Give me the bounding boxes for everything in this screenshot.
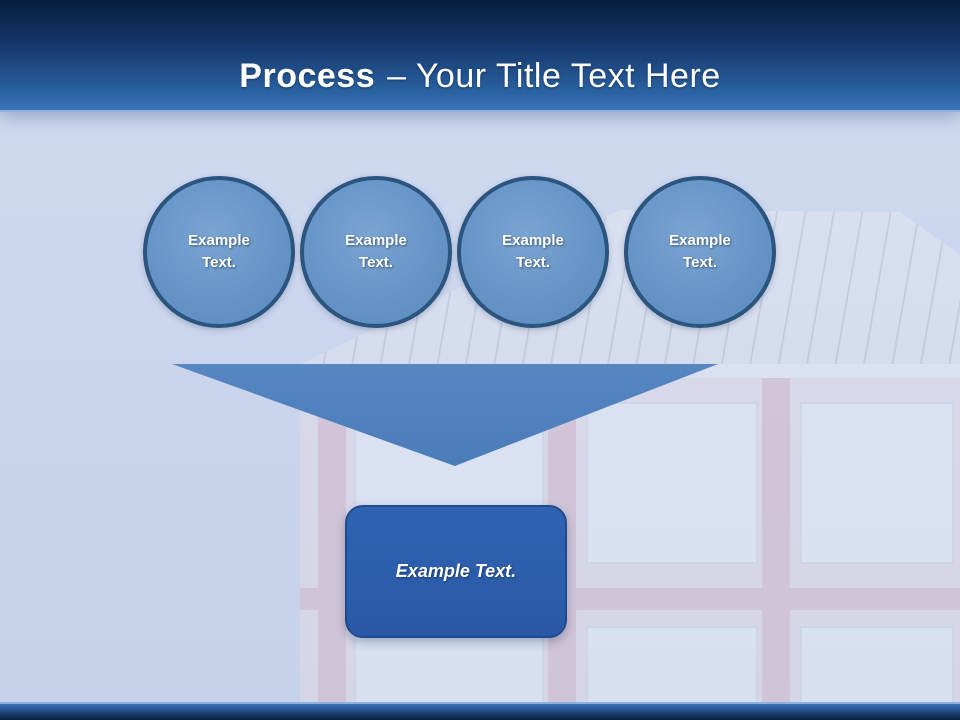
process-circle-3: Example Text. [457, 176, 609, 328]
process-circle-1: Example Text. [143, 176, 295, 328]
slide-title-keyword: Process [239, 57, 376, 95]
title-bar: Process – Your Title Text Here [0, 0, 960, 112]
slide-title: Process – Your Title Text Here [239, 57, 720, 96]
process-circle-4: Example Text. [624, 176, 776, 328]
process-circle-2: Example Text. [300, 176, 452, 328]
slide-title-subtitle: – Your Title Text Here [387, 57, 721, 95]
result-box-label: Example Text. [395, 561, 517, 581]
circle-label: Example Text. [345, 232, 407, 271]
circle-label: Example Text. [502, 232, 564, 271]
bottom-bar [0, 702, 960, 720]
circle-label: Example Text. [188, 232, 250, 271]
circle-label: Example Text. [669, 232, 731, 271]
result-box: Example Text. [345, 505, 567, 638]
